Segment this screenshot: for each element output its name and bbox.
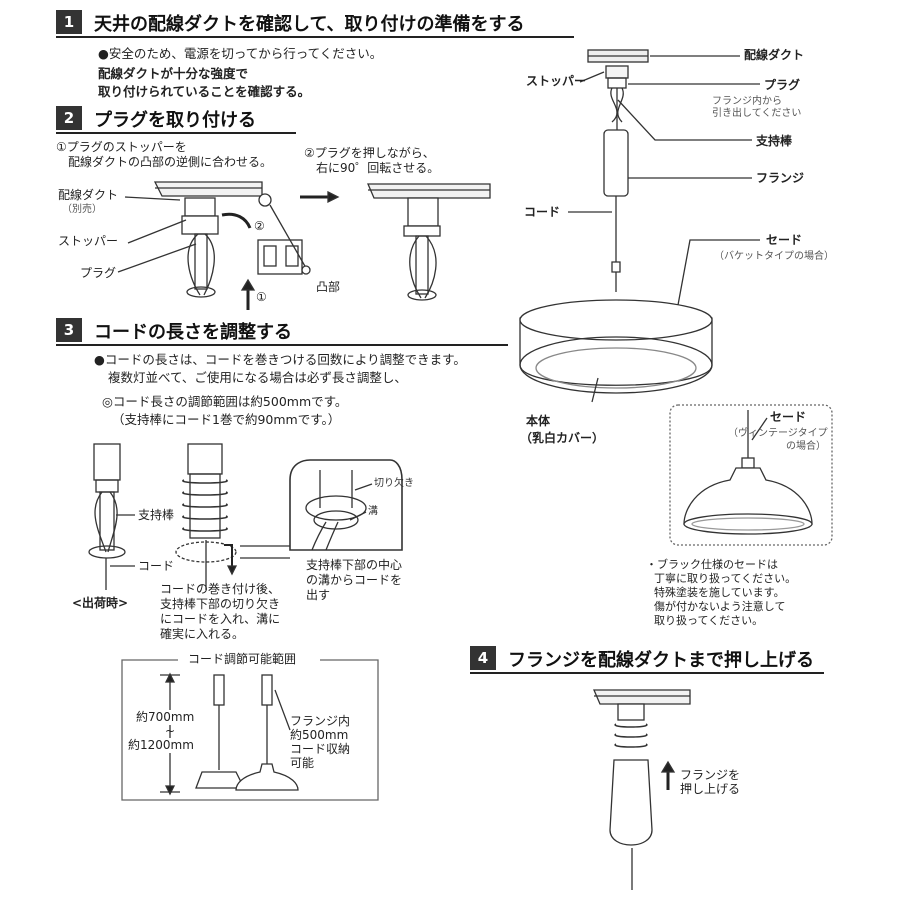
step3-after-4: 確実に入れる。 [160,627,245,641]
range-box [121,659,379,801]
step3-after-3: にコードを入れ、溝に [160,612,281,626]
step3-label-cord: コード [138,559,175,573]
step1-underline [56,36,574,38]
step2-sub1-line1: ①プラグのストッパーを [56,140,187,154]
part-shade-vintage-note-2: の場合） [786,441,826,452]
main-plug-drawing [605,65,629,130]
range-flange-2: 約500mm [290,728,349,742]
step3-inset-drawing [289,459,403,551]
part-label-stopper: ストッパー [526,74,587,88]
step3-label-groove: 溝 [368,506,378,517]
part-shade-note: （バケットタイプの場合） [714,251,834,262]
step4-push-2: 押し上げる [680,782,741,796]
part-label-shade: セード [766,233,803,247]
step4-number: 4 [470,646,496,670]
part-plug-note-1: フランジ内から [712,96,782,107]
step2-right-drawing [367,183,491,301]
range-title: コード調節可能範囲 [184,652,301,667]
vintage-shade-box [669,404,833,546]
black-note-3: 特殊塗装を施しています。 [654,586,785,599]
step4-drawing [593,689,691,890]
part-label-plug: プラグ [764,78,801,92]
step3-note-1: ●コードの長さは、コードを巻きつける回数により調整できます。 [94,352,466,367]
step3-note-4: （支持棒にコード1巻で約90mmです。） [112,412,341,427]
step3-label-rod: 支持棒 [138,508,175,522]
step3-wound-drawing [175,443,290,590]
step3-shipping-drawing [88,443,135,590]
step3-after-1: コードの巻き付け後、 [160,582,281,596]
black-note-2: 丁寧に取り扱ってください。 [654,572,797,585]
step3-inset-1: 支持棒下部の中心 [306,558,403,572]
step3-underline [56,344,508,346]
step3-label-shipping: <出荷時> [72,596,129,610]
step3-note-3: ◎コード長さの調節範囲は約500mmです。 [102,394,348,409]
step2-mark-1: ① [256,290,267,304]
main-duct-drawing [587,49,649,63]
step2-sub2-line1: ②プラグを押しながら、 [304,146,435,160]
step2-title: プラグを取り付ける [94,110,256,131]
step2-label-duct-sub: （別売） [62,204,102,215]
step1-note-strength-1: 配線ダクトが十分な強度で [98,66,249,81]
step3-number: 3 [56,318,82,342]
range-flange-3: コード収納 [290,742,351,756]
step3-label-cutout: 切り欠き [374,478,414,489]
part-label-flange: フランジ [756,171,805,185]
step4-title: フランジを配線ダクトまで押し上げる [508,650,814,671]
black-note-1: ・ブラック仕様のセードは [646,558,778,571]
step2-sub1-line2: 配線ダクトの凸部の逆側に合わせる。 [68,155,273,169]
step1-note-safety: ●安全のため、電源を切ってから行ってください。 [98,46,383,61]
part-label-cord: コード [524,205,561,219]
step1-note-strength-2: 取り付けられていることを確認する。 [98,84,311,99]
step2-number: 2 [56,106,82,130]
step1-number: 1 [56,10,82,34]
step2-label-stopper: ストッパー [58,234,119,248]
step1-title: 天井の配線ダクトを確認して、取り付けの準備をする [94,14,525,35]
step3-inset-2: の溝からコードを [306,573,403,587]
part-label-body-cover: （乳白カバー） [520,431,605,445]
step3-after-2: 支持棒下部の切り欠き [160,597,281,611]
step2-left-drawing [117,181,311,310]
part-shade-vintage-note-1: （ヴィンテージタイプ [728,428,828,439]
step3-title: コードの長さを調整する [94,322,292,343]
step2-sub2-line2: 右に90゜回転させる。 [316,161,440,175]
range-flange-1: フランジ内 [290,714,351,728]
black-note-4: 傷が付かないよう注意して [654,600,786,613]
step2-label-convex: 凸部 [316,280,341,294]
part-plug-note-2: 引き出してください [712,108,802,119]
black-note-5: 取り扱ってください。 [654,614,764,627]
step2-label-plug: プラグ [80,266,117,280]
range-flange-4: 可能 [290,756,315,770]
step4-push-1: フランジを [680,768,741,782]
step2-mark-2: ② [254,219,265,233]
part-label-duct: 配線ダクト [744,48,805,62]
step4-underline [470,672,824,674]
range-tilde: ~ [165,724,176,738]
vintage-shade-drawing [683,410,813,535]
range-max: 約1200mm [128,738,194,753]
part-label-shade-vintage: セード [770,410,807,424]
main-flange-drawing [603,129,629,197]
range-min: 約700mm [136,710,195,725]
main-shade-drawing [519,299,713,394]
step3-inset-3: 出す [306,588,331,602]
part-label-body: 本体 [526,414,551,428]
step2-label-duct: 配線ダクト [58,188,119,202]
part-label-rod: 支持棒 [756,134,793,148]
step2-underline [56,132,296,134]
step3-note-2: 複数灯並べて、ご使用になる場合は必ず長さ調整し、 [108,370,407,385]
